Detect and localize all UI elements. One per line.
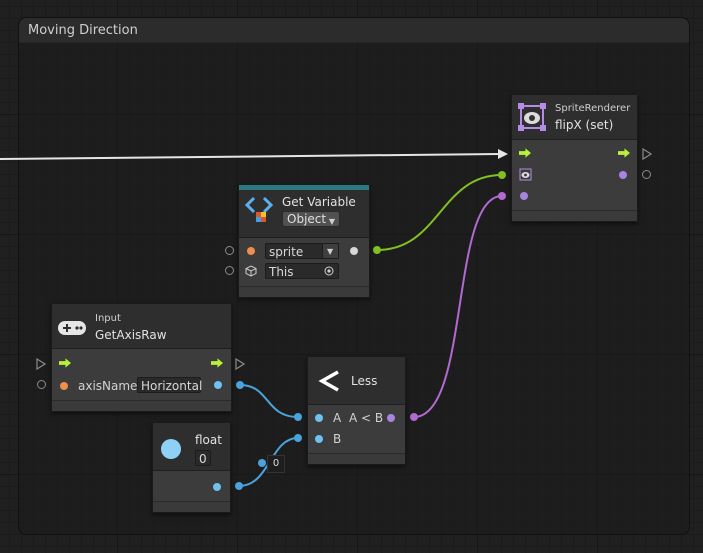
group-title: Moving Direction — [28, 23, 138, 38]
flow-out-hollow-port[interactable] — [642, 148, 652, 160]
node-body — [512, 140, 637, 210]
variable-icon — [244, 196, 274, 222]
float-value-field[interactable]: 0 — [195, 450, 211, 466]
axis-flow-in-hollow-port[interactable] — [36, 358, 46, 370]
axis-name-label: axisName — [78, 379, 138, 393]
target-hollow-port[interactable] — [225, 266, 234, 275]
variable-name-dropdown-button[interactable]: ▼ — [322, 243, 339, 259]
get-axis-raw-node[interactable]: Input GetAxisRaw axisName Horizontal — [51, 303, 232, 412]
name-input-port[interactable] — [247, 247, 255, 255]
node-body — [308, 405, 405, 453]
node-footer — [153, 501, 230, 512]
float-output-port[interactable] — [213, 483, 221, 491]
boolean-connection — [413, 195, 503, 418]
node-title: Get Variable — [282, 195, 356, 209]
node-title: flipX (set) — [555, 118, 614, 132]
value-output-port[interactable] — [619, 171, 627, 179]
set-flipx-node[interactable]: SpriteRenderer flipX (set) — [511, 94, 638, 222]
flow-input-port[interactable] — [519, 148, 531, 158]
target-icon[interactable] — [324, 266, 334, 276]
flow-input-port[interactable] — [59, 358, 71, 368]
circle-icon — [161, 439, 181, 459]
target-sprite-icon — [519, 168, 532, 181]
node-title: float — [195, 433, 222, 447]
node-title: GetAxisRaw — [95, 328, 167, 342]
axis-name-input-port[interactable] — [60, 382, 68, 390]
node-footer — [52, 400, 231, 411]
node-footer — [308, 453, 405, 464]
less-than-icon — [318, 370, 339, 392]
b-input-port[interactable] — [315, 435, 323, 443]
variable-name-field[interactable]: sprite — [265, 243, 339, 259]
chevron-down-icon: ▼ — [327, 247, 334, 256]
cube-icon — [245, 265, 257, 277]
axis-to-a-connection — [239, 384, 299, 418]
result-output-port[interactable] — [387, 414, 395, 422]
node-subtitle: SpriteRenderer — [555, 103, 631, 114]
inline-value-badge: 0 — [267, 455, 285, 473]
flow-connection — [0, 153, 501, 160]
axis-name-field[interactable]: Horizontal — [137, 377, 202, 393]
result-output-label: A < B — [349, 411, 384, 425]
flow-output-port[interactable] — [211, 358, 223, 368]
node-subtitle: Input — [95, 313, 121, 324]
chevron-down-icon: ▼ — [328, 217, 335, 226]
b-input-label: B — [333, 432, 342, 446]
flow-output-port[interactable] — [618, 148, 630, 158]
axis-flow-out-hollow-port[interactable] — [235, 358, 245, 370]
flow-connection-arrow — [498, 149, 508, 159]
value-out-hollow-port[interactable] — [642, 170, 651, 179]
node-header-accent — [239, 185, 369, 190]
group-header[interactable]: Moving Direction — [19, 18, 689, 43]
node-title: Less — [351, 374, 378, 388]
result-output-port[interactable] — [214, 381, 222, 389]
object-connection — [376, 174, 503, 251]
gamepad-icon — [58, 321, 86, 335]
target-object-field[interactable]: This — [265, 263, 339, 279]
kind-dropdown[interactable]: Object ▼ — [282, 211, 340, 227]
a-input-port[interactable] — [315, 414, 323, 422]
less-node[interactable]: Less A A < B B — [307, 356, 406, 465]
node-footer — [512, 210, 637, 221]
get-variable-node[interactable]: Get Variable Object ▼ sprite ▼ This — [238, 184, 370, 298]
float-literal-node[interactable]: float 0 — [152, 422, 231, 513]
value-input-port[interactable] — [520, 192, 528, 200]
a-input-label: A — [333, 411, 342, 425]
axis-name-hollow-port[interactable] — [37, 380, 46, 389]
value-output-port[interactable] — [350, 247, 358, 255]
node-footer — [239, 286, 369, 297]
name-hollow-port[interactable] — [225, 246, 234, 255]
sprite-renderer-icon — [518, 103, 546, 131]
